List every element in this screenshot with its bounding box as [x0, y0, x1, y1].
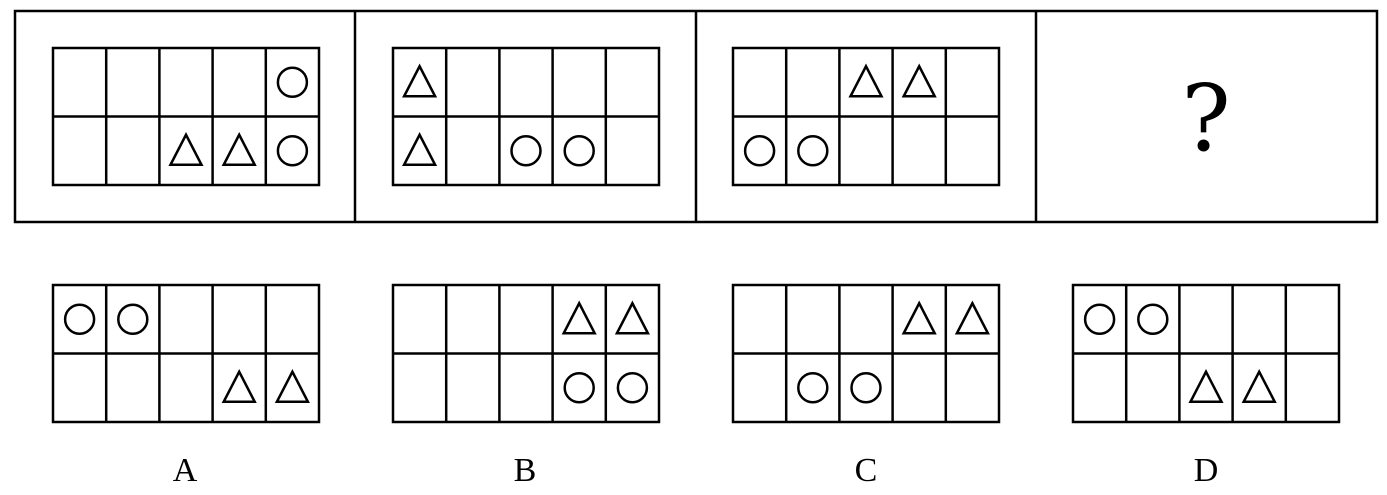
option-label-d[interactable]: D [1194, 452, 1219, 489]
triangle-icon [1241, 369, 1277, 403]
answer-options [51, 283, 1341, 424]
option-label-a[interactable]: A [173, 452, 198, 489]
circle-icon [510, 135, 542, 167]
triangle-icon [221, 132, 257, 166]
circle-icon [743, 135, 776, 167]
question-grid-3 [731, 46, 1001, 187]
circle-icon [563, 135, 595, 167]
option-grid-d[interactable] [1071, 283, 1341, 424]
triangle-icon [561, 300, 597, 335]
circle-icon [276, 135, 309, 167]
circle-icon [563, 372, 595, 404]
option-grid-c[interactable] [731, 283, 1001, 424]
circle-icon [117, 303, 149, 335]
triangle-icon [614, 300, 650, 335]
unknown-mark: ? [1181, 65, 1230, 172]
option-label-b[interactable]: B [514, 452, 537, 489]
option-label-c[interactable]: C [855, 452, 878, 489]
triangle-icon [848, 63, 884, 98]
circle-icon [276, 66, 309, 98]
triangle-icon [168, 132, 204, 166]
circle-icon [797, 135, 829, 167]
option-grid-a[interactable] [51, 283, 321, 424]
triangle-icon [901, 300, 937, 335]
circle-icon [616, 372, 649, 404]
triangle-icon [1188, 369, 1224, 403]
circle-icon [1137, 303, 1169, 335]
circle-icon [797, 372, 829, 404]
circle-icon [850, 372, 882, 404]
question-grid-2 [391, 46, 661, 187]
triangle-icon [221, 369, 257, 403]
triangle-icon [901, 63, 937, 98]
option-grid-b[interactable] [391, 283, 661, 424]
question-grid-1 [51, 46, 321, 187]
circle-icon [1083, 303, 1116, 335]
triangle-icon [402, 132, 438, 166]
question-panels [51, 46, 1001, 187]
triangle-icon [402, 63, 438, 98]
circle-icon [63, 303, 96, 335]
triangle-icon [274, 369, 310, 403]
triangle-icon [954, 300, 990, 335]
